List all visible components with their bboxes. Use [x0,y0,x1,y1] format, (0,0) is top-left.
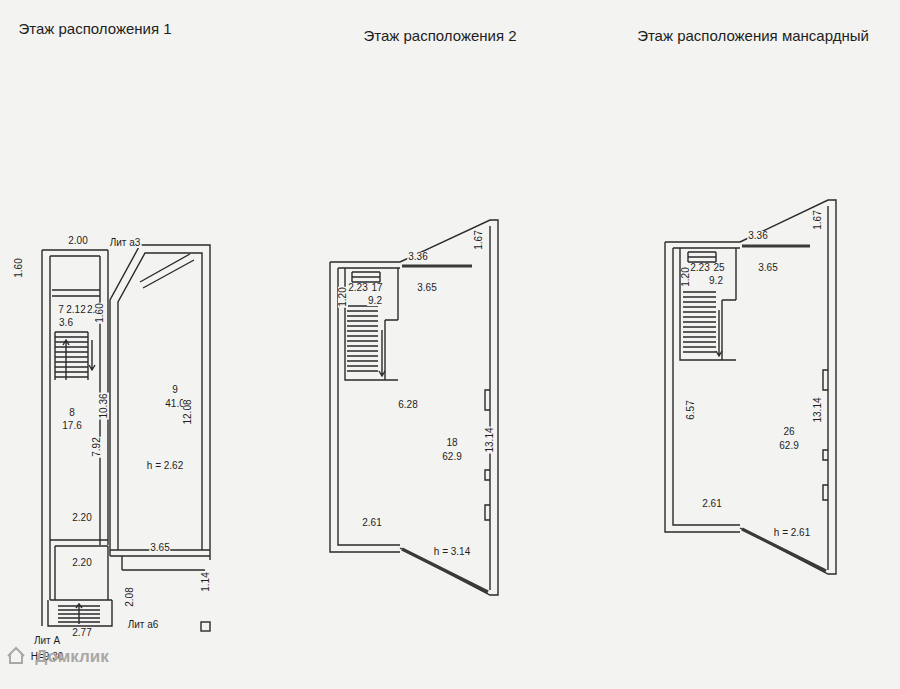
dimension-label: 2.00 [67,236,88,246]
dimension-label: 1.14 [201,571,211,592]
stairs [683,292,716,352]
dimension-label: 12.08 [183,398,193,425]
stairs [347,306,378,371]
dimension-label: 6.57 [686,399,696,420]
wall [100,250,108,545]
wall [110,245,210,560]
floor-heading: Этаж расположения 2 [362,28,517,43]
dimension-label: 3.65 [757,263,778,273]
walls-floor-3 [665,200,836,574]
dimension-label: 1.60 [95,302,105,323]
window [140,254,194,288]
dimension-label: 3.6 [58,318,74,328]
stairs [58,604,100,624]
stairs [55,332,88,380]
stairs [352,272,380,282]
dimension-label: 18 [445,438,458,448]
dimension-label: 2.20 [71,558,92,568]
dimension-label: Лит а6 [127,620,160,630]
dimension-label: 26 [782,427,795,437]
dimension-label: 2.12 [65,305,86,315]
wall [42,250,108,296]
wall [680,248,736,360]
dimension-label: 13.14 [485,426,495,453]
dimension-label: 6.28 [397,400,418,410]
dimension-label: 62.9 [778,441,799,451]
dimension-label: 2.61 [361,518,382,528]
house-icon [8,648,24,663]
dimension-label: 2.23 [689,263,710,273]
post [201,622,210,631]
floor-heading: Этаж расположения 1 [17,21,172,36]
dimension-label: 17.6 [61,421,82,431]
dimension-label: 1.60 [14,257,24,278]
floor-heading: Этаж расположения мансардный [636,28,870,43]
partition [402,266,488,592]
dimension-label: 3.36 [407,252,428,262]
walls-floor-2 [330,220,498,595]
dimension-label: 7.92 [92,436,102,457]
dimension-label: 2.20 [71,513,92,523]
stair-arrow [716,310,722,356]
dimension-label: Лит А [33,636,61,646]
wall [110,550,210,570]
dimension-label: Лит а3 [109,238,142,248]
dimension-label: 13.14 [813,396,823,423]
dimension-label: 2.08 [125,586,135,607]
dimension-label: 2.23 [347,283,368,293]
wall [740,200,836,574]
dimension-label: 2.77 [71,628,92,638]
dimension-label: 3.36 [747,231,768,241]
walls-floor-1 [42,245,210,631]
dimension-label: 9.2 [367,296,383,306]
dimension-label: 10.36 [99,392,109,419]
dimension-label: 2.61 [701,499,722,509]
dimension-label: 7 [57,305,65,315]
wall-bump [485,390,490,520]
dimension-label: 9.2 [708,276,724,286]
dimension-label: 1.67 [813,209,823,230]
stair-arrow [63,340,95,380]
stairs [688,252,716,262]
dimension-label: 8 [68,408,76,418]
dimension-label: h = 3.14 [433,547,471,557]
dimension-label: h = 2.61 [773,528,811,538]
stair-arrow [379,330,385,376]
partition [742,246,826,571]
wall [330,262,400,552]
partitions-floor-3 [742,246,826,571]
dimension-label: 25 [712,263,725,273]
dimension-label: 1.67 [474,229,484,250]
dimension-label: h = 2.62 [146,461,184,471]
wall [42,250,50,626]
dimension-label: 17 [370,283,383,293]
wall-bump [823,370,828,500]
dimension-label: 62.9 [441,452,462,462]
partitions-floor-2 [402,266,488,592]
watermark-icon [8,648,24,663]
wall [345,268,398,380]
watermark: Домклик [34,648,110,665]
dimension-label: 3.65 [149,543,170,553]
dimension-label: 3.65 [416,283,437,293]
wall [50,540,112,600]
dimension-label: 9 [171,385,179,395]
wall [665,242,740,532]
porch [48,600,112,626]
